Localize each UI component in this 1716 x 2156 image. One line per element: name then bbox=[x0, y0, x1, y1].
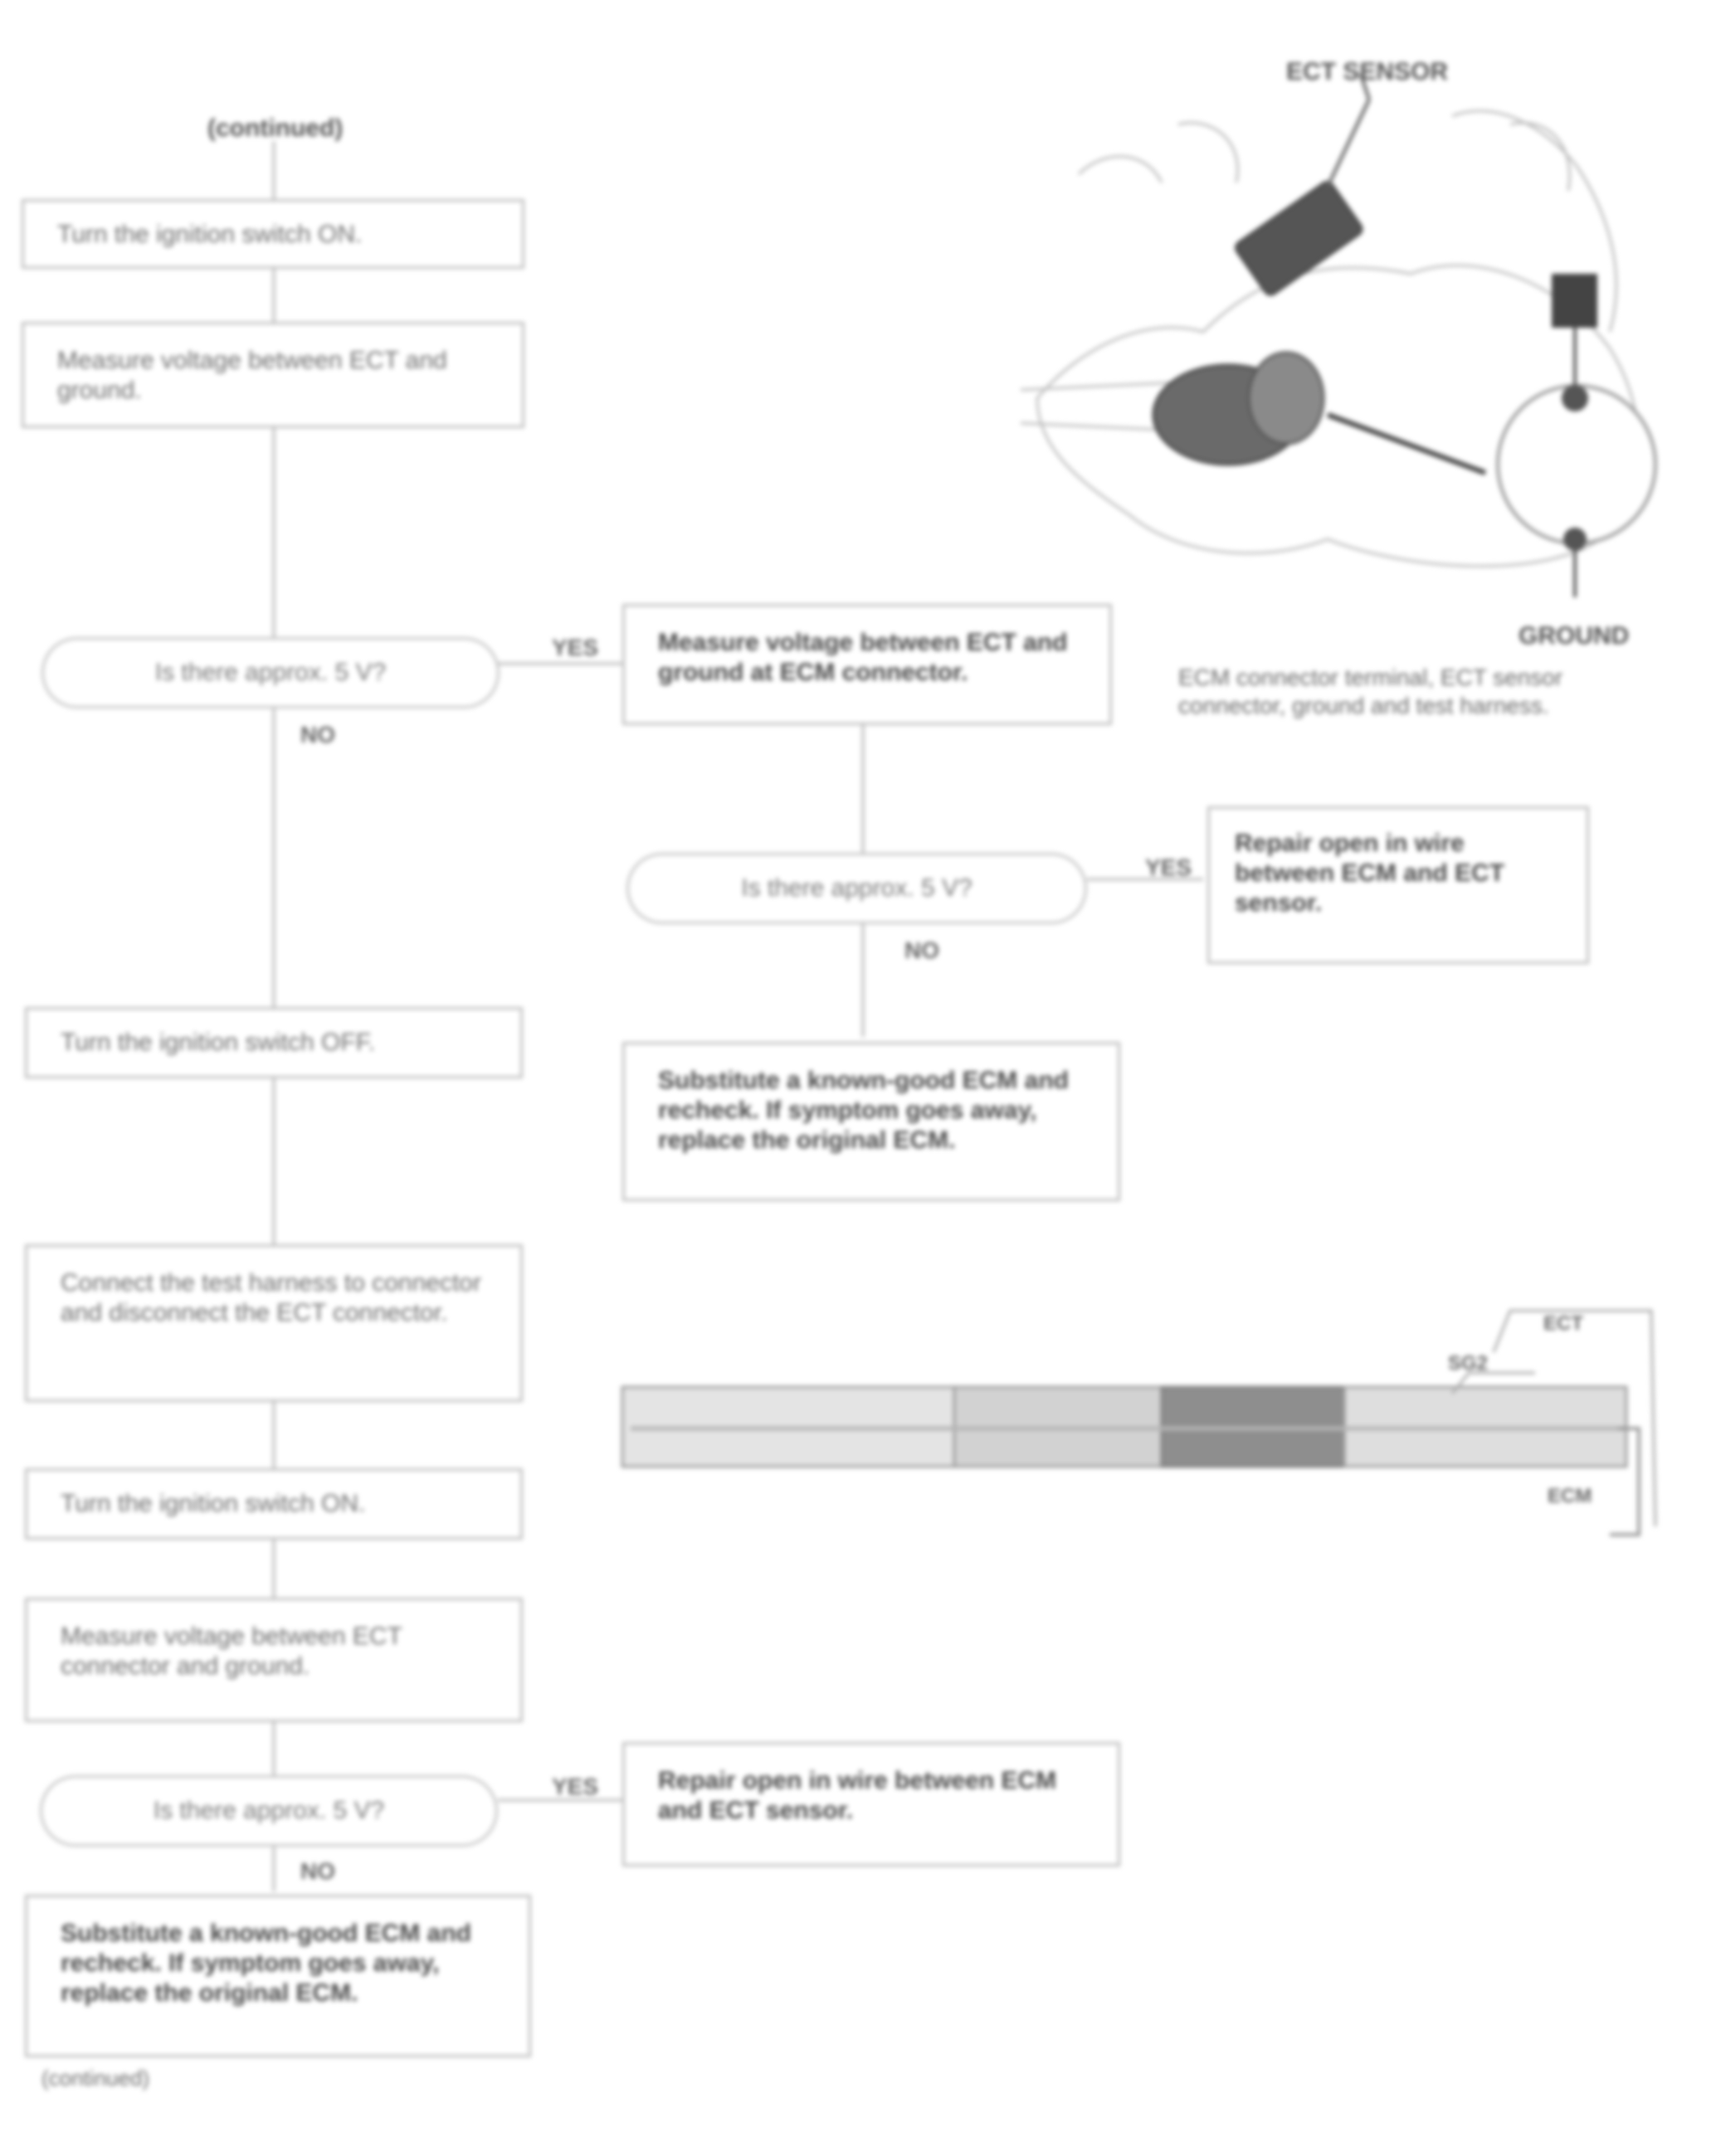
decision-2: Is there approx. 5 V? bbox=[626, 853, 1087, 924]
ect-sensor-icon bbox=[1235, 74, 1371, 296]
harness-label-top: ECT bbox=[1543, 1312, 1583, 1335]
branch-repair-open-1: Repair open in wire between ECM and ECT … bbox=[1207, 806, 1589, 964]
illustration-note: ECM connector terminal, ECT sensor conne… bbox=[1178, 664, 1563, 718]
ect-sensor-label: ECT SENSOR bbox=[1286, 58, 1449, 85]
branch-measure-ecm: Measure voltage between ECT and ground a… bbox=[622, 604, 1112, 725]
decision-1-yes-label: YES bbox=[552, 635, 599, 660]
step-ignition-on-1: Turn the ignition switch ON. bbox=[22, 199, 524, 269]
harness-label-bottom: ECM bbox=[1548, 1485, 1592, 1507]
decision-3-yes-label: YES bbox=[552, 1774, 599, 1799]
step-ignition-off: Turn the ignition switch OFF. bbox=[25, 1007, 523, 1078]
decision-1: Is there approx. 5 V? bbox=[41, 637, 500, 708]
voltmeter-icon bbox=[1496, 274, 1657, 597]
test-harness bbox=[621, 1309, 1657, 1536]
final-substitute-ecm: Substitute a known-good ECM and recheck.… bbox=[25, 1895, 531, 2057]
ground-label: GROUND bbox=[1519, 622, 1630, 650]
connector-plug-icon bbox=[1152, 351, 1487, 475]
step-measure-voltage-2: Measure voltage between ECT connector an… bbox=[25, 1598, 523, 1722]
step-connect-harness: Connect the test harness to connector an… bbox=[25, 1244, 523, 1402]
branch-repair-open-2: Repair open in wire between ECM and ECT … bbox=[622, 1742, 1120, 1866]
decision-2-yes-label: YES bbox=[1145, 854, 1192, 880]
decision-1-no-label: NO bbox=[300, 722, 335, 747]
branch-substitute-ecm-1: Substitute a known-good ECM and recheck.… bbox=[622, 1042, 1120, 1201]
step-measure-voltage-1: Measure voltage between ECT and ground. bbox=[22, 322, 524, 428]
decision-3-no-label: NO bbox=[300, 1858, 335, 1884]
decision-2-no-label: NO bbox=[904, 937, 939, 963]
decision-3: Is there approx. 5 V? bbox=[40, 1775, 498, 1847]
footer-label: (continued) bbox=[41, 2066, 150, 2090]
start-label: (continued) bbox=[207, 114, 344, 142]
step-ignition-on-2: Turn the ignition switch ON. bbox=[25, 1468, 523, 1540]
harness-label-mid: SG2 bbox=[1448, 1352, 1489, 1375]
